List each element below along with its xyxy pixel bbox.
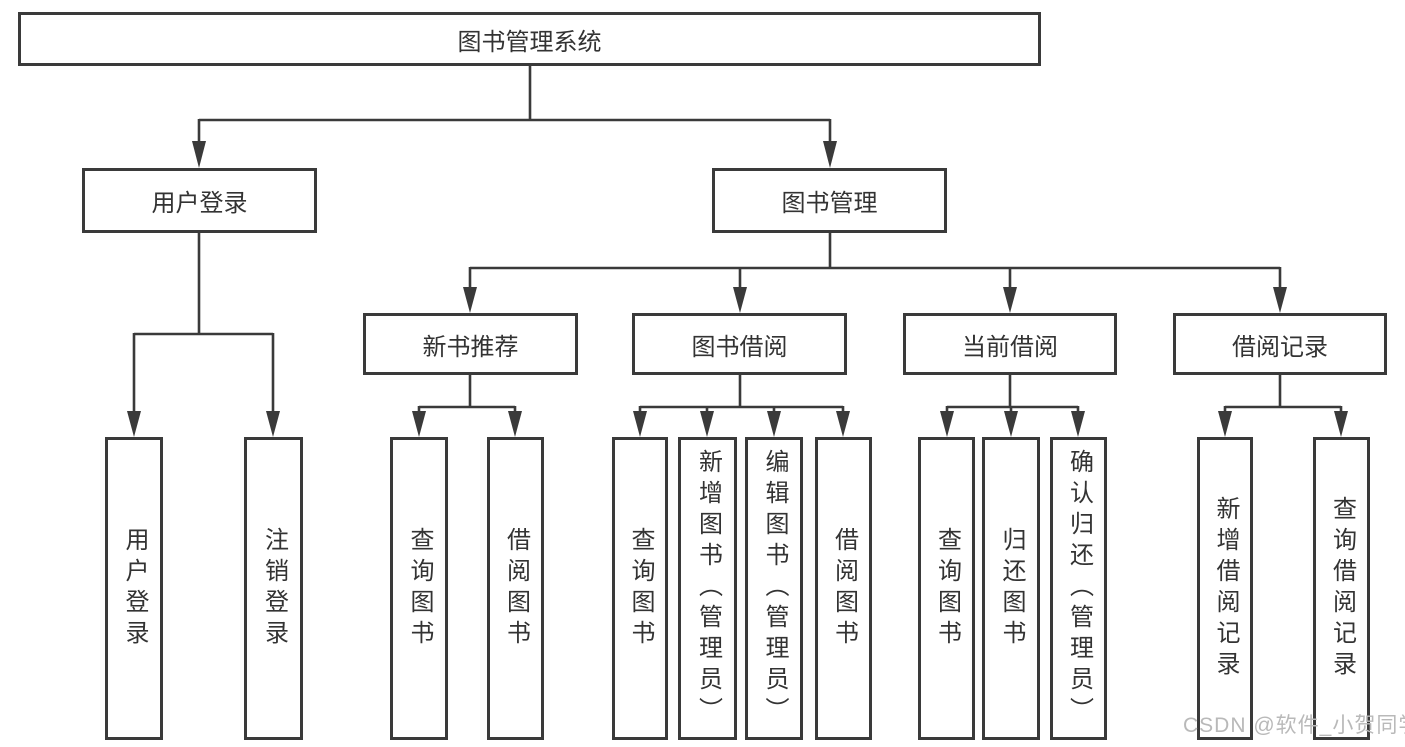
node-label: 用户登录 — [151, 190, 248, 217]
leaf-user-login: 用户登录 — [105, 437, 163, 740]
leaf-label: 用户登录 — [121, 526, 148, 651]
leaf-label: 确认归还（管理员） — [1065, 449, 1093, 728]
leaf-return-books: 归还图书 — [982, 437, 1040, 740]
node-label: 当前借阅 — [962, 333, 1058, 361]
leaf-label: 注销登录 — [260, 526, 288, 651]
leaf-search-books-2: 查询图书 — [612, 437, 668, 740]
leaf-label: 查询图书 — [933, 526, 961, 651]
leaf-confirm-return-admin: 确认归还（管理员） — [1050, 437, 1107, 740]
leaf-borrow-books: 借阅图书 — [487, 437, 544, 740]
leaf-add-books-admin: 新增图书（管理员） — [678, 437, 737, 740]
leaf-borrow-books-2: 借阅图书 — [815, 437, 872, 740]
leaf-search-books-3: 查询图书 — [918, 437, 975, 740]
leaf-label: 新增图书（管理员） — [694, 449, 722, 728]
leaf-label: 归还图书 — [998, 526, 1025, 651]
node-label: 图书管理 — [781, 190, 878, 217]
node-label: 新书推荐 — [422, 333, 519, 361]
node-user-login: 用户登录 — [82, 168, 317, 233]
watermark-csdn: CSDN @软件_小贺同学 — [1183, 714, 1405, 737]
leaf-label: 查询借阅记录 — [1328, 495, 1356, 682]
node-new-book-recommend: 新书推荐 — [363, 313, 578, 375]
node-current-borrowing: 当前借阅 — [903, 313, 1117, 375]
node-library-management-system: 图书管理系统 — [18, 12, 1041, 66]
leaf-edit-books-admin: 编辑图书（管理员） — [745, 437, 803, 740]
leaf-label: 查询图书 — [627, 526, 654, 651]
node-label: 图书借阅 — [691, 333, 788, 361]
leaf-search-borrow-record: 查询借阅记录 — [1313, 437, 1370, 740]
leaf-label: 新增借阅记录 — [1212, 495, 1239, 682]
leaf-label: 借阅图书 — [830, 526, 858, 651]
leaf-logout: 注销登录 — [244, 437, 303, 740]
node-label: 图书管理系统 — [457, 28, 602, 56]
node-book-borrowing: 图书借阅 — [632, 313, 847, 375]
leaf-add-borrow-record: 新增借阅记录 — [1197, 437, 1253, 740]
node-book-management: 图书管理 — [712, 168, 947, 233]
leaf-label: 编辑图书（管理员） — [761, 449, 788, 728]
node-borrowing-records: 借阅记录 — [1173, 313, 1387, 375]
leaf-search-books: 查询图书 — [390, 437, 448, 740]
node-label: 借阅记录 — [1232, 333, 1328, 361]
leaf-label: 查询图书 — [406, 526, 433, 651]
leaf-label: 借阅图书 — [502, 526, 530, 651]
